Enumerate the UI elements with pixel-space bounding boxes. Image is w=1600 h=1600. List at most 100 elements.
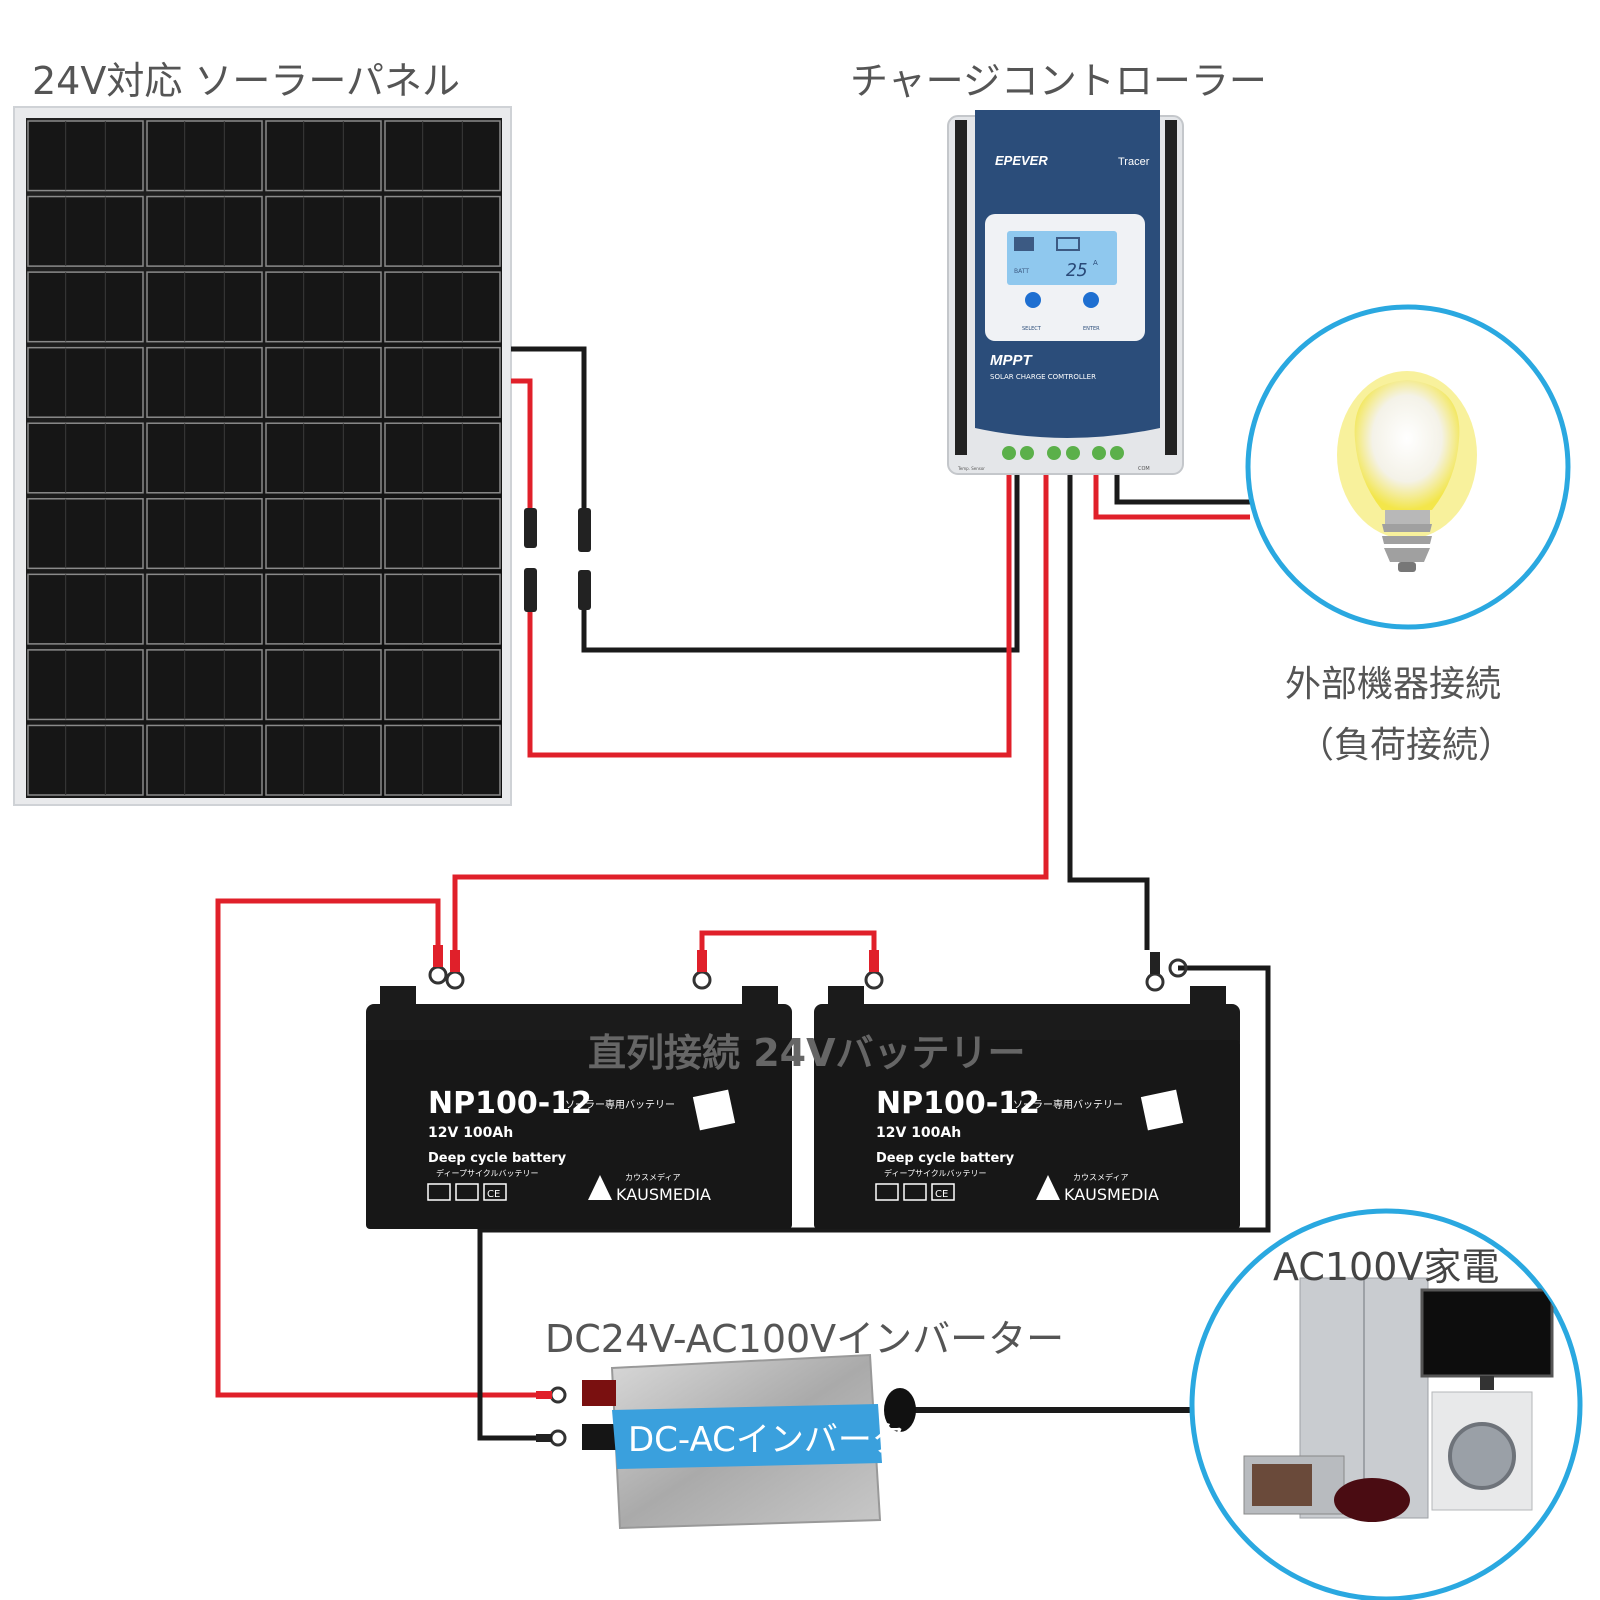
select-button <box>1025 292 1041 308</box>
battery-1-ce-mark: CE <box>487 1189 500 1200</box>
solar-cell <box>384 649 501 721</box>
lcd-unit: A <box>1093 259 1098 267</box>
solar-cell <box>384 195 501 267</box>
solar-cell <box>146 346 263 418</box>
solar-cell <box>146 422 263 494</box>
battery-positive-wire <box>452 470 1049 958</box>
enter-button-label: ENTER <box>1083 326 1100 332</box>
pv-positive-wire <box>511 378 533 512</box>
battery-2-type: Deep cycle battery <box>876 1151 1015 1166</box>
lcd-screen <box>1007 231 1117 285</box>
solar-cell <box>27 573 144 645</box>
battery-1-brand: KAUSMEDIA <box>616 1185 711 1204</box>
load-positive-wire <box>1093 470 1250 520</box>
solar-cell <box>384 724 501 796</box>
solar-cell <box>384 346 501 418</box>
battery-bank: NP100-12 ソーラー専用バッテリー 12V 100Ah Deep cycl… <box>366 986 1240 1229</box>
battery-bank-label: 直列接続 24Vバッテリー <box>588 1031 1026 1075</box>
solar-panel <box>13 106 512 806</box>
select-button-label: SELECT <box>1022 326 1042 332</box>
solar-cell <box>265 195 382 267</box>
solar-cell <box>27 422 144 494</box>
load-label-line2: （負荷接続） <box>1298 725 1515 766</box>
mc4-connectors <box>524 508 591 612</box>
light-bulb-icon <box>1337 371 1477 572</box>
solar-cell <box>146 120 263 192</box>
battery-2-type-jp: ディープサイクルバッテリー <box>884 1168 987 1178</box>
solar-cell <box>27 724 144 796</box>
vacuum-icon <box>1334 1478 1410 1522</box>
solar-cell <box>384 422 501 494</box>
charge-controller: EPEVER Tracer BATT 25 A SELECT ENTER MPP… <box>947 110 1184 475</box>
com-label: COM <box>1138 466 1150 472</box>
temp-sensor-label: Temp. Sensor <box>957 466 985 471</box>
ring-terminal <box>549 1429 567 1447</box>
inverter-negative-wire <box>477 965 1271 1441</box>
inverter-label: DC24V-AC100Vインバーター <box>545 1317 1065 1361</box>
battery-2-brand-jp: カウスメディア <box>1073 1172 1128 1182</box>
battery-2-model: NP100-12 <box>876 1086 1040 1121</box>
solar-cell <box>265 649 382 721</box>
mc4-connector-negative-top <box>578 508 591 552</box>
solar-cell <box>265 271 382 343</box>
ring-terminals <box>428 945 1188 1447</box>
solar-cell <box>27 649 144 721</box>
controller-subtitle: SOLAR CHARGE COMTROLLER <box>990 373 1096 381</box>
ring-terminal <box>692 970 712 990</box>
solar-cell <box>146 195 263 267</box>
appliances-label: AC100V家電 <box>1273 1245 1500 1289</box>
battery-2-spec: 12V 100Ah <box>876 1125 961 1141</box>
solar-cell <box>27 346 144 418</box>
ring-terminal <box>549 1386 567 1404</box>
ring-terminal <box>428 965 448 985</box>
solar-cell <box>265 346 382 418</box>
solar-cell <box>265 724 382 796</box>
battery-2-brand-logo <box>1036 1175 1060 1200</box>
lcd-battery-label: BATT <box>1014 268 1029 275</box>
battery-1-spec: 12V 100Ah <box>428 1125 513 1141</box>
enter-button <box>1083 292 1099 308</box>
load-device <box>1245 304 1571 630</box>
panel-cells-grid <box>27 120 501 796</box>
mc4-connector-negative-bottom <box>578 570 591 610</box>
battery-1-brand-logo <box>588 1175 612 1200</box>
solar-cell <box>146 724 263 796</box>
solar-cell <box>265 422 382 494</box>
mc4-connector-positive-bottom <box>524 568 537 612</box>
series-link-wire <box>699 930 877 958</box>
solar-cell <box>27 195 144 267</box>
solar-cell <box>384 498 501 570</box>
inverter <box>582 1353 916 1530</box>
solar-cell <box>265 498 382 570</box>
ring-terminal <box>1168 958 1188 978</box>
controller-brand: EPEVER <box>995 153 1048 168</box>
solar-cell <box>27 271 144 343</box>
solar-cell <box>146 573 263 645</box>
wiring <box>215 346 1271 1441</box>
ring-terminal <box>864 970 884 990</box>
battery-negative-wire <box>1067 470 1150 950</box>
lcd-value: 25 <box>1066 260 1088 281</box>
battery-2-ce-mark: CE <box>935 1189 948 1200</box>
ring-terminal <box>1145 972 1165 992</box>
appliances-device <box>1189 1208 1583 1600</box>
pv-negative-wire-2 <box>581 470 1020 653</box>
solar-cell <box>27 498 144 570</box>
solar-cell <box>146 271 263 343</box>
solar-cell <box>384 120 501 192</box>
inverter-band-label: DC-ACインバーター <box>628 1420 940 1460</box>
battery-1-type-jp: ディープサイクルバッテリー <box>436 1168 539 1178</box>
load-negative-wire <box>1114 470 1250 505</box>
solar-cell <box>384 573 501 645</box>
inverter-positive-wire <box>215 898 545 1398</box>
pv-negative-wire <box>511 346 587 512</box>
battery-2-solar-icon <box>1140 1089 1184 1131</box>
pv-positive-wire-2 <box>527 470 1012 758</box>
solar-cell <box>384 271 501 343</box>
battery-2-brand: KAUSMEDIA <box>1064 1185 1159 1204</box>
solar-cell <box>146 498 263 570</box>
battery-1-type: Deep cycle battery <box>428 1151 567 1166</box>
solar-cell <box>265 120 382 192</box>
mc4-connector-positive-top <box>524 508 537 548</box>
